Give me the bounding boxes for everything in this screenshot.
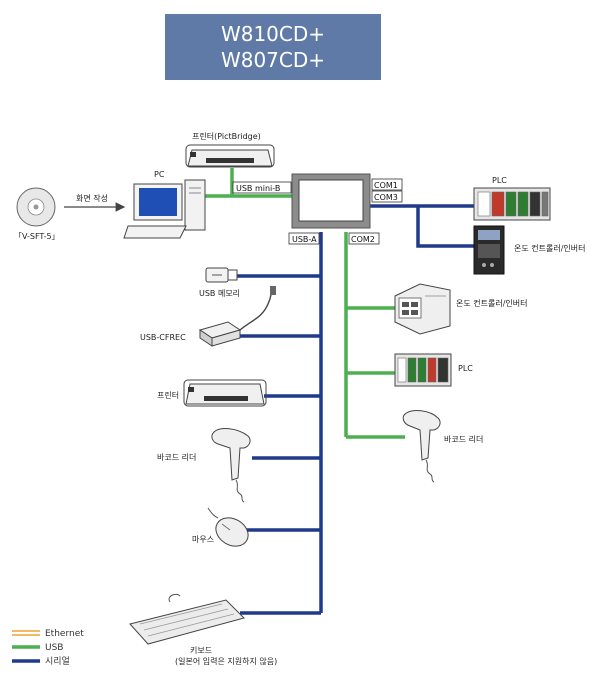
- barcode-right-label: 바코드 리더: [444, 434, 483, 444]
- temp-ctrl-top-label: 온도 컨트롤러/인버터: [514, 243, 585, 253]
- svg-text:COM2: COM2: [351, 235, 375, 244]
- hmi-panel: [291, 173, 371, 229]
- barcode-left-icon: [211, 428, 251, 503]
- port-com2: COM2: [348, 232, 380, 245]
- temp-ctrl-mid-label: 온도 컨트롤러/인버터: [456, 298, 527, 308]
- usb-cfrec-icon: [198, 286, 276, 347]
- usb-memory-icon: [205, 267, 238, 283]
- usb-memory-label: USB 메모리: [199, 289, 240, 298]
- temp-ctrl-mid-icon: [394, 283, 451, 335]
- printer-pictbridge-label: 프린터(PictBridge): [192, 131, 261, 141]
- port-usb-a: USB-A: [288, 232, 320, 245]
- svg-text:Ethernet: Ethernet: [45, 629, 84, 639]
- mouse-icon: [207, 507, 249, 547]
- usb-cfrec-label: USB-CFREC: [140, 333, 186, 342]
- keyboard-icon: [129, 593, 245, 645]
- port-usb-mini-b: USB mini-B: [232, 181, 292, 194]
- temp-ctrl-top-icon: [473, 225, 505, 275]
- port-com3: COM3: [371, 190, 403, 203]
- printer-label: 프린터: [157, 390, 179, 400]
- svg-text:COM1: COM1: [374, 181, 398, 190]
- svg-text:USB-A: USB-A: [292, 235, 317, 244]
- plc-top-icon: [473, 187, 551, 221]
- model-title-line1: W810CD+: [220, 22, 326, 46]
- pc-icon: [123, 179, 206, 239]
- port-com1: COM1: [371, 178, 403, 191]
- printer-icon: [183, 379, 267, 407]
- software-label: 「V-SFT-5」: [14, 232, 60, 241]
- software-cd-icon: [16, 187, 56, 227]
- plc-mid-label: PLC: [458, 364, 473, 373]
- plc-mid-icon: [394, 353, 452, 387]
- legend: Ethernet USB 시리얼: [12, 629, 84, 667]
- legend-usb: USB: [12, 643, 63, 653]
- barcode-right-icon: [402, 410, 441, 483]
- svg-text:USB: USB: [45, 643, 63, 653]
- model-title-box: W810CD+ W807CD+: [165, 14, 381, 80]
- svg-text:시리얼: 시리얼: [45, 656, 70, 667]
- barcode-left-label: 바코드 리더: [157, 452, 196, 462]
- legend-serial: 시리얼: [12, 656, 70, 667]
- com-line-to-temp-ctrl: [416, 206, 474, 248]
- mouse-label: 마우스: [192, 535, 214, 544]
- pc-label: PC: [154, 170, 165, 179]
- svg-text:USB mini-B: USB mini-B: [236, 184, 280, 193]
- model-title-line2: W807CD+: [220, 48, 326, 72]
- keyboard-label: 키보드: [190, 646, 212, 655]
- keyboard-note: (일본어 입력은 지원하지 않음): [175, 656, 277, 666]
- printer-pictbridge-icon: [185, 144, 275, 168]
- screen-create-label: 화면 작성: [76, 193, 108, 203]
- plc-top-label: PLC: [492, 176, 507, 185]
- svg-text:COM3: COM3: [374, 193, 398, 202]
- legend-ethernet: Ethernet: [12, 629, 84, 639]
